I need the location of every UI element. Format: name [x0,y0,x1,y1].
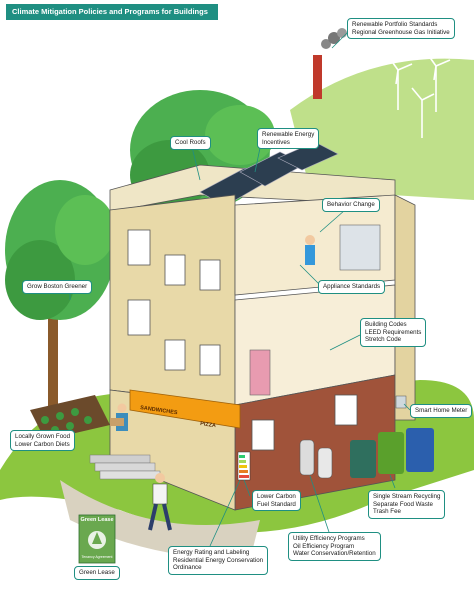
awning [129,389,241,429]
windows [127,229,221,376]
front-steps [89,454,161,480]
appliances [339,224,381,271]
callout-recycling: Single Stream Recycling Separate Food Wa… [368,490,446,519]
garden-bed [30,395,110,440]
callout-utility-programs: Utility Efficiency Programs Oil Efficien… [288,532,381,561]
green-lease-doc-subtitle: Tenancy Agreement [81,555,113,559]
radiator [249,349,271,396]
back-porch [394,194,416,421]
callout-behavior-change: Behavior Change [322,198,380,212]
water-heater [299,439,315,476]
callout-leaders [59,31,411,547]
callout-appliance-standards: Appliance Standards [318,280,386,294]
smart-meter [395,395,407,409]
green-lease-doc-title: Green Lease [80,517,114,523]
energy-rating-label [237,451,251,481]
green-lease-document [78,514,116,564]
callout-grow-boston-greener: Grow Boston Greener [22,280,93,294]
wind-turbines [387,51,451,138]
hill [290,58,474,200]
smokestack [313,55,322,99]
callout-local-food: Locally Grown Food Lower Carbon Diets [10,430,76,452]
person-with-box [110,403,128,431]
page-title: Climate Mitigation Policies and Programs… [6,4,218,20]
sandwiches-sign: SANDWICHES [140,405,178,416]
sidewalk [60,480,260,560]
callout-green-lease: Green Lease [74,566,120,580]
callout-building-codes: Building Codes LEED Requirements Stretch… [360,318,427,347]
callout-cool-roofs: Cool Roofs [170,136,211,150]
tree-left [5,180,115,410]
pizza-sign: PIZZA [200,421,217,429]
callout-renewable-incentives: Renewable Energy Incentives [257,128,320,150]
recycling-bins [350,428,434,478]
person-kitchen [305,235,315,245]
callout-renewable-portfolio: Renewable Portfolio Standards Regional G… [347,18,455,40]
smoke [321,39,331,49]
callout-lower-carbon-fuel: Lower Carbon Fuel Standard [252,490,301,512]
person-walking [148,473,172,531]
callout-smart-home-meter: Smart Home Meter [410,404,473,418]
callout-energy-rating: Energy Rating and Labeling Residential E… [168,546,269,575]
